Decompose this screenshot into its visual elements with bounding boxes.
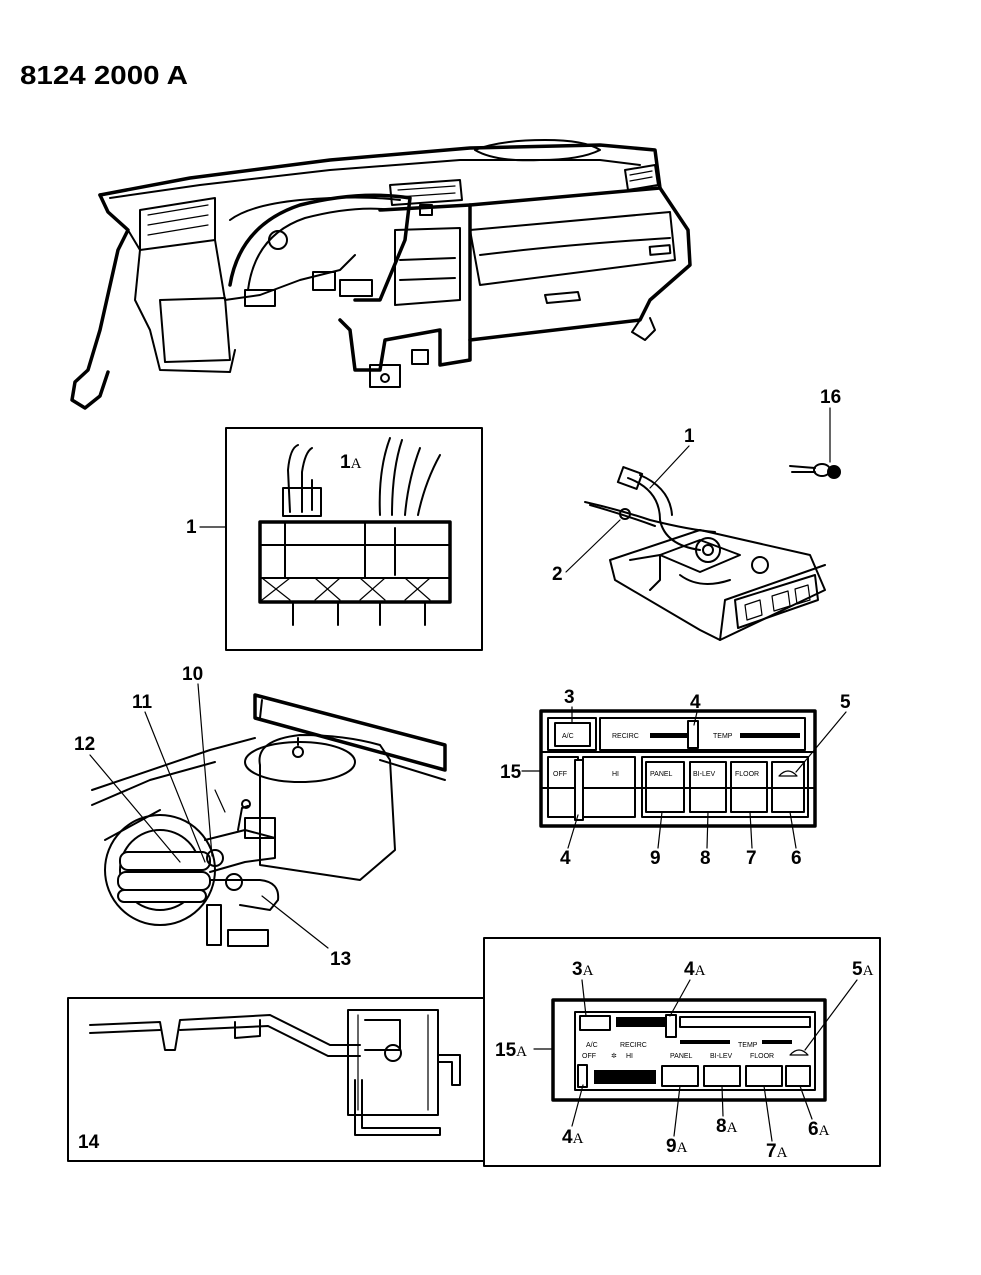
callout-1: 1 (684, 426, 695, 447)
temp-slider-knob-2 (665, 1014, 677, 1038)
callout-16: 16 (820, 387, 841, 408)
callout-8a: 8A (716, 1116, 738, 1137)
control-panel-15: A/C RECIRC TEMP OFF HI PANEL BI-LEV FLOO… (539, 709, 817, 828)
callout-3a: 3A (572, 959, 594, 980)
callout-14: 14 (78, 1132, 100, 1153)
callout-2: 2 (552, 564, 563, 585)
temp-label-2: TEMP (738, 1042, 758, 1049)
hi-label: HI (612, 771, 619, 778)
callout-11: 11 (132, 692, 153, 713)
diagram-code: 8124 2000 A (20, 60, 188, 90)
callout-4a-top: 4A (684, 959, 706, 980)
temp-label: TEMP (713, 733, 733, 740)
off-label: OFF (553, 771, 567, 778)
hi-label-2: HI (626, 1053, 633, 1060)
callout-7: 7 (746, 848, 757, 869)
fan-icon: ✲ (611, 1052, 617, 1060)
callout-15a: 15A (495, 1040, 527, 1061)
callout-13: 13 (330, 949, 351, 970)
floor-label-2: FLOOR (750, 1053, 774, 1060)
recirc-arrow (650, 733, 690, 738)
heater-core-engine-illustration (91, 693, 447, 947)
callout-10: 10 (182, 664, 203, 685)
floor-label: FLOOR (735, 771, 759, 778)
instrument-panel-illustration (70, 139, 692, 410)
callout-9a: 9A (666, 1136, 688, 1157)
connector-inset (225, 427, 483, 651)
ac-label-2: A/C (586, 1042, 598, 1049)
callout-4a-bottom: 4A (562, 1127, 584, 1148)
bilev-label: BI-LEV (693, 771, 716, 778)
callout-12: 12 (74, 734, 95, 755)
panel-label-2: PANEL (670, 1053, 693, 1060)
callout-4-top: 4 (690, 692, 701, 713)
heater-tube-inset (67, 997, 485, 1162)
off-label-2: OFF (582, 1053, 596, 1060)
callout-7a: 7A (766, 1141, 788, 1162)
callout-5: 5 (840, 692, 851, 713)
callout-1a: 1A (340, 452, 362, 473)
recirc-label: RECIRC (612, 733, 639, 740)
bilev-label-2: BI-LEV (710, 1053, 733, 1060)
callout-4-bottom: 4 (560, 848, 571, 869)
callout-3: 3 (564, 687, 575, 708)
ac-label: A/C (562, 733, 574, 740)
bulb-socket-illustration (789, 463, 841, 479)
callout-6: 6 (791, 848, 802, 869)
callout-1-inset: 1 (186, 517, 197, 538)
temp-slider-knob (687, 720, 699, 749)
panel-label: PANEL (650, 771, 673, 778)
control-panel-15a-inset: A/C RECIRC TEMP OFF ✲ HI PANEL BI-LEV FL… (483, 937, 881, 1167)
fan-slider-knob (574, 759, 584, 821)
recirc-label-2: RECIRC (620, 1042, 647, 1049)
temp-arrow (740, 733, 800, 738)
callout-5a: 5A (852, 959, 874, 980)
defrost-icon (778, 770, 798, 777)
defrost-icon-2 (789, 1049, 809, 1056)
callout-15: 15 (500, 762, 522, 783)
callout-6a: 6A (808, 1119, 830, 1140)
callout-9: 9 (650, 848, 661, 869)
control-assembly-illustration (584, 466, 826, 641)
callout-8: 8 (700, 848, 711, 869)
